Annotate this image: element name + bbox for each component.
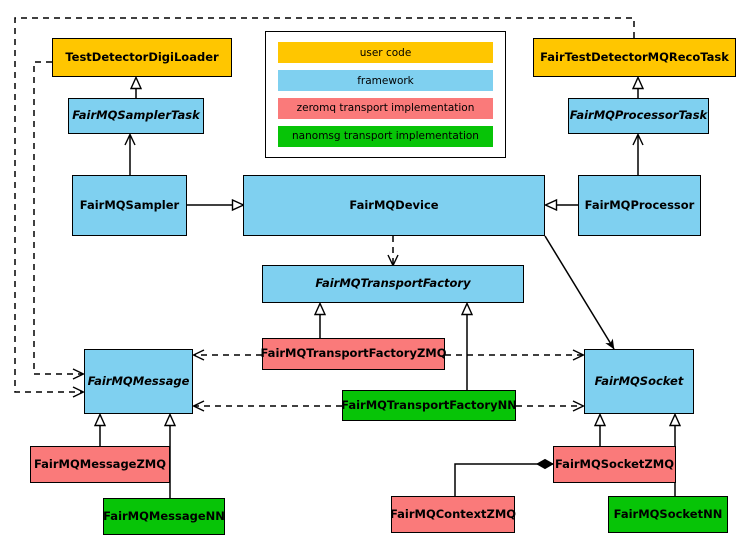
- legend-item-zeromq: zeromq transport implementation: [278, 97, 493, 119]
- legend-label: zeromq transport implementation: [296, 102, 475, 115]
- class-box-fairmqdevice[interactable]: FairMQDevice: [243, 175, 545, 236]
- class-box-fairmqtransportfactory[interactable]: FairMQTransportFactory: [262, 265, 524, 303]
- class-box-fairmqmessagenn[interactable]: FairMQMessageNN: [103, 498, 225, 535]
- class-box-fairmqtransportfactorynn[interactable]: FairMQTransportFactoryNN: [341, 390, 517, 421]
- legend-label: framework: [357, 74, 414, 87]
- class-label: FairMQSocket: [594, 373, 684, 388]
- class-label: FairMQSocketNN: [613, 506, 723, 521]
- class-box-fairmqsocket[interactable]: FairMQSocket: [584, 349, 694, 414]
- class-box-fairmqsocketnn[interactable]: FairMQSocketNN: [608, 496, 728, 533]
- class-label: FairMQSamplerTask: [72, 108, 200, 123]
- class-label: FairMQContextZMQ: [389, 506, 517, 521]
- class-box-fairmqcontextzmq[interactable]: FairMQContextZMQ: [389, 496, 517, 533]
- class-label: FairMQMessageZMQ: [33, 456, 167, 471]
- class-box-fairmqsamplertask[interactable]: FairMQSamplerTask: [68, 98, 204, 134]
- edge-device-socket: [544, 235, 615, 350]
- class-label: FairMQMessageNN: [103, 508, 225, 523]
- legend-item-nanomsg: nanomsg transport implementation: [278, 125, 493, 147]
- edge-digiloader-message: [33, 61, 83, 374]
- class-label: TestDetectorDigiLoader: [65, 49, 219, 64]
- class-box-fairmqtransportfactoryzmq[interactable]: FairMQTransportFactoryZMQ: [260, 338, 447, 370]
- class-label: FairTestDetectorMQRecoTask: [540, 49, 729, 64]
- legend-label: nanomsg transport implementation: [292, 130, 479, 143]
- class-label: FairMQProcessor: [584, 197, 695, 212]
- class-box-fairmqmessage[interactable]: FairMQMessage: [84, 349, 193, 414]
- class-label: FairMQTransportFactoryZMQ: [260, 346, 447, 361]
- class-box-fairtestdetectormqrecotask[interactable]: FairTestDetectorMQRecoTask: [533, 38, 736, 77]
- class-box-testdetectordigiloader[interactable]: TestDetectorDigiLoader: [52, 38, 232, 77]
- legend-panel: user code framework zeromq transport imp…: [265, 31, 506, 158]
- class-label: FairMQProcessorTask: [569, 108, 708, 123]
- class-label: FairMQTransportFactory: [315, 276, 471, 291]
- class-label: FairMQSocketZMQ: [555, 456, 674, 471]
- class-label: FairMQDevice: [349, 197, 439, 212]
- class-label: FairMQSampler: [79, 197, 180, 212]
- class-box-fairmqprocessor[interactable]: FairMQProcessor: [578, 175, 701, 236]
- class-box-fairmqprocessortask[interactable]: FairMQProcessorTask: [568, 98, 709, 134]
- edge-recotask-message: [14, 17, 635, 392]
- legend-item-user-code: user code: [278, 42, 493, 64]
- legend-label: user code: [359, 46, 412, 59]
- class-box-fairmqsocketzmq[interactable]: FairMQSocketZMQ: [553, 446, 676, 483]
- class-label: FairMQTransportFactoryNN: [341, 397, 517, 412]
- edge-contextzmq-socketzmq: [454, 458, 555, 496]
- legend-item-framework: framework: [278, 70, 493, 92]
- class-label: FairMQMessage: [87, 373, 190, 388]
- class-box-fairmqmessagezmq[interactable]: FairMQMessageZMQ: [30, 446, 170, 483]
- class-box-fairmqsampler[interactable]: FairMQSampler: [72, 175, 187, 236]
